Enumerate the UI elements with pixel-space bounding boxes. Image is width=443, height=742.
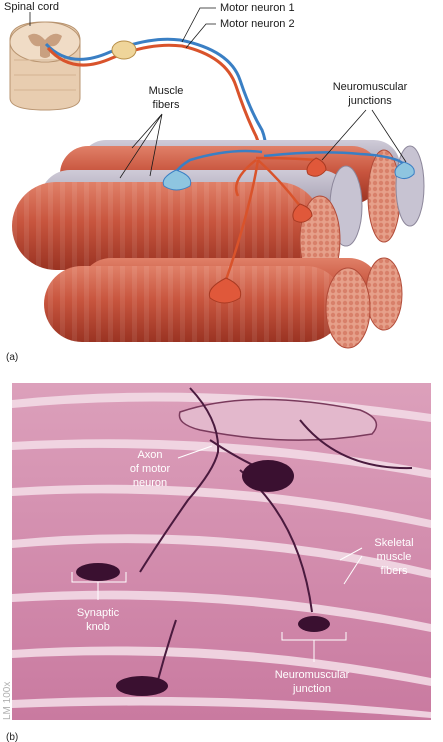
spinal-cord-illustration [9, 21, 81, 111]
label-axon-line2: of motor [130, 463, 171, 475]
panel-b: Axon of motor neuron Skeletal muscle fib… [2, 383, 431, 742]
label-neuromuscular-junction-line1: Neuromuscular [275, 669, 350, 681]
label-spinal-cord: Spinal cord [4, 1, 59, 13]
panel-a: Spinal cord Motor neuron 1 Motor neuron … [4, 1, 425, 363]
label-axon-line3: neuron [133, 477, 167, 489]
neuromuscular-junction-blue-1 [162, 169, 192, 191]
micrograph-junction-clusters [76, 460, 330, 696]
motor-neuron-cell-body [111, 40, 137, 60]
leader-motor-neuron-2 [185, 23, 216, 49]
axon-branches [174, 149, 405, 281]
bracket-synaptic-knob [71, 572, 127, 600]
micrograph-oval-structure [178, 398, 378, 441]
label-neuromuscular-junction-line2: junction [292, 683, 331, 695]
panel-b-tag: (b) [6, 732, 18, 742]
label-skeletal-muscle-fibers-line2: muscle [377, 551, 412, 563]
bracket-neuromuscular-junction [281, 632, 347, 662]
neuromuscular-junction-red-3 [292, 203, 313, 223]
label-motor-neuron-2: Motor neuron 2 [220, 18, 295, 30]
motor-neuron-2-axon [46, 43, 262, 163]
neuromuscular-junction-red-1 [306, 157, 327, 177]
leader-motor-neuron-1 [181, 7, 216, 43]
label-neuromuscular-junctions-line1: Neuromuscular [333, 81, 408, 93]
label-skeletal-muscle-fibers-line3: fibers [381, 565, 408, 577]
label-axon-line1: Axon [137, 449, 162, 461]
neuromuscular-junction-blue-2 [394, 161, 415, 180]
magnification-label: LM 100x [2, 682, 13, 720]
label-synaptic-knob-line1: Synaptic [77, 607, 120, 619]
label-skeletal-muscle-fibers-line1: Skeletal [374, 537, 413, 549]
neuromuscular-junction-red-2 [208, 277, 242, 304]
label-motor-neuron-1: Motor neuron 1 [220, 2, 295, 14]
leader-axon [177, 445, 213, 459]
label-muscle-fibers-line2: fibers [153, 99, 180, 111]
micrograph-axons [139, 387, 413, 681]
label-neuromuscular-junctions-line2: junctions [347, 95, 392, 107]
leader-neuromuscular-junctions [321, 109, 407, 163]
label-muscle-fibers-line1: Muscle [149, 85, 184, 97]
motor-neuron-1-axon [44, 37, 268, 161]
label-synaptic-knob-line2: knob [86, 621, 110, 633]
muscle-fibers-lower-row [44, 257, 403, 349]
micrograph-background [12, 383, 431, 720]
leader-muscle-fibers [119, 113, 163, 179]
leader-skeletal-muscle-fibers [339, 547, 363, 585]
panel-a-tag: (a) [6, 352, 18, 363]
